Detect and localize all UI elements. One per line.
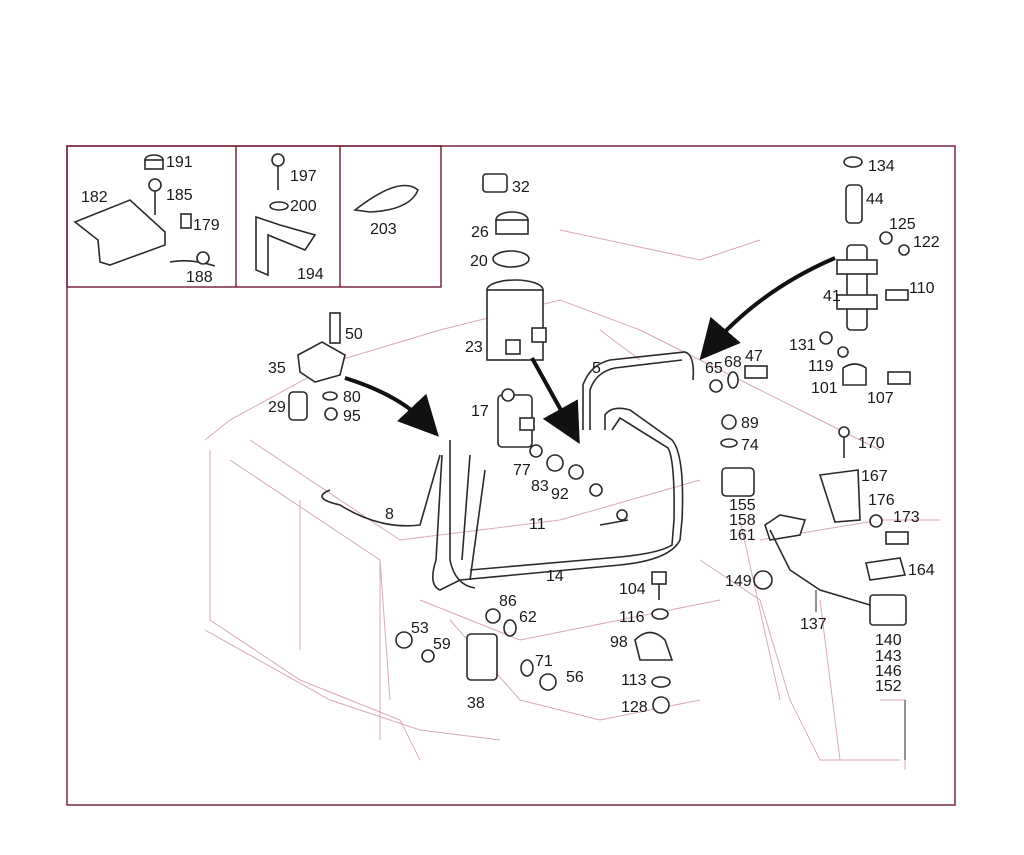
part-label: 143 [875, 648, 902, 665]
part-label: 188 [186, 269, 213, 286]
part-label: 134 [868, 158, 895, 175]
part-label: 191 [166, 154, 193, 171]
part-label: 50 [345, 326, 363, 343]
part-label: 125 [889, 216, 916, 233]
inset-parts [73, 153, 419, 277]
part-label: 140 [875, 632, 902, 649]
part-label: 131 [789, 337, 816, 354]
part-label: 89 [741, 415, 759, 432]
part-label: 194 [297, 266, 324, 283]
part-label: 203 [370, 221, 397, 238]
part-label: 71 [535, 653, 553, 670]
part-label: 137 [800, 616, 827, 633]
part-label: 155 [729, 497, 756, 514]
part-label: 47 [745, 348, 763, 365]
part-label: 167 [861, 468, 888, 485]
part-label: 197 [290, 168, 317, 185]
part-label: 11 [529, 516, 546, 533]
part-label: 68 [724, 354, 742, 371]
part-label: 95 [343, 408, 361, 425]
main-parts [288, 156, 911, 714]
part-label: 35 [268, 360, 286, 377]
part-label: 161 [729, 527, 756, 544]
part-label: 110 [909, 280, 935, 297]
part-label: 59 [433, 636, 451, 653]
part-label: 119 [808, 358, 834, 375]
engine-bay-outline [204, 229, 940, 770]
part-label: 113 [621, 672, 647, 689]
part-label: 158 [729, 512, 756, 529]
part-label: 173 [893, 509, 920, 526]
diagram-frame [66, 145, 956, 806]
part-label: 182 [81, 189, 108, 206]
part-label: 14 [546, 568, 564, 585]
part-label: 149 [725, 573, 752, 590]
part-label: 17 [471, 403, 489, 420]
part-label: 116 [619, 609, 645, 626]
part-label: 122 [913, 234, 940, 251]
part-label: 164 [908, 562, 935, 579]
part-label: 92 [551, 486, 569, 503]
part-label: 170 [858, 435, 885, 452]
part-label: 101 [811, 380, 838, 397]
part-label: 44 [866, 191, 884, 208]
part-label: 176 [868, 492, 895, 509]
part-label: 32 [512, 179, 530, 196]
part-label: 104 [619, 581, 646, 598]
part-label: 200 [290, 198, 317, 215]
part-label: 74 [741, 437, 759, 454]
part-label: 29 [268, 399, 286, 416]
part-label: 86 [499, 593, 517, 610]
part-label: 98 [610, 634, 628, 651]
part-label: 20 [470, 253, 488, 270]
part-label: 152 [875, 678, 902, 695]
part-label: 83 [531, 478, 549, 495]
part-label: 107 [867, 390, 894, 407]
callout-labels: 191 185 182 179 188 197 200 194 203 32 2… [81, 154, 940, 716]
part-label: 146 [875, 663, 902, 680]
hoses-and-cables [321, 351, 871, 606]
part-label: 5 [592, 360, 601, 377]
part-label: 53 [411, 620, 429, 637]
leader-lines [815, 590, 906, 760]
part-label: 62 [519, 609, 537, 626]
callout-arrows [344, 256, 836, 444]
part-label: 56 [566, 669, 584, 686]
part-label: 185 [166, 187, 193, 204]
part-label: 38 [467, 695, 485, 712]
part-label: 65 [705, 360, 723, 377]
part-label: 77 [513, 462, 531, 479]
part-label: 8 [385, 506, 394, 523]
part-label: 80 [343, 389, 361, 406]
part-label: 23 [465, 339, 483, 356]
part-label: 41 [823, 288, 841, 305]
part-label: 26 [471, 224, 489, 241]
part-label: 128 [621, 699, 648, 716]
part-label: 179 [193, 217, 220, 234]
